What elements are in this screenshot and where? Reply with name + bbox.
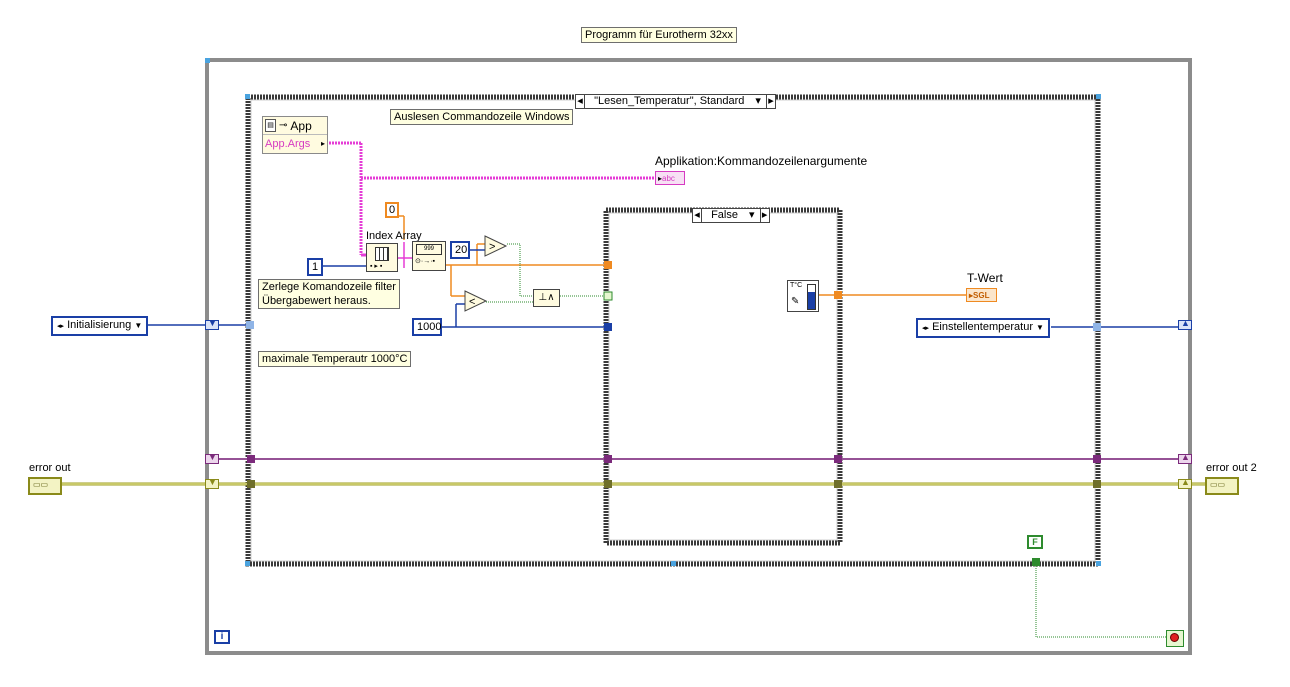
- string-indicator-arrow-icon: ▸: [658, 174, 663, 183]
- error-out-2-label: error out 2: [1206, 462, 1257, 474]
- shift-down-icon: ▼: [208, 477, 217, 487]
- einstellentemperatur-label: Einstellentemperatur: [932, 321, 1033, 333]
- comment-zerlege: Zerlege Komandozeile filter Übergabewert…: [258, 279, 400, 309]
- limit-twenty-constant[interactable]: 20: [450, 241, 470, 259]
- string-indicator-type: abc: [662, 174, 675, 183]
- shift-up-icon: ▲: [1181, 477, 1190, 487]
- property-node-class: App: [290, 118, 312, 133]
- decimal-digits-icon: 999: [416, 244, 442, 255]
- applikation-label: Applikation:Kommandozeilenargumente: [655, 154, 868, 168]
- decimal-arrow-icon: ⊙·→·▪: [415, 258, 436, 265]
- error-out-label: error out: [29, 462, 71, 474]
- initialisierung-enum[interactable]: ◂▸ Initialisierung ▼: [51, 316, 149, 336]
- property-node-property: App.Args: [265, 137, 311, 150]
- loop-stop-terminal[interactable]: [1166, 630, 1184, 647]
- thermometer-unit-icon: T°C: [790, 282, 803, 289]
- case-selector-label: "Lesen_Temperatur", Standard: [594, 95, 745, 107]
- inner-case-dropdown-icon[interactable]: ▾: [749, 209, 755, 221]
- and-function[interactable]: ⊥∧: [533, 289, 560, 307]
- comment-zerlege-line2: Übergabewert heraus.: [262, 295, 371, 307]
- index-array-grid-icon: [375, 247, 389, 261]
- default-zero-constant[interactable]: 0: [385, 202, 399, 218]
- error-cluster-icon: ▭▭: [1210, 480, 1226, 489]
- sgl-indicator-arrow-icon: ▸: [969, 291, 974, 300]
- enum-arrows-icon: ◂▸: [922, 325, 930, 332]
- einstellentemperatur-enum[interactable]: ◂▸ Einstellentemperatur ▼: [916, 318, 1050, 338]
- svg-text:<: <: [469, 296, 475, 308]
- thermometer-subvi[interactable]: T°C ✎: [787, 280, 819, 312]
- decimal-string-to-number-function[interactable]: 999 ⊙·→·▪: [412, 241, 446, 271]
- enum-arrows-icon: ◂▸: [57, 323, 65, 330]
- error-out-terminal[interactable]: ▭▭: [28, 477, 62, 495]
- less-function[interactable]: <: [464, 290, 488, 312]
- shift-register-left-enum[interactable]: ▼: [205, 318, 219, 330]
- index-array-function[interactable]: ▪ ▸ ▪: [366, 243, 398, 272]
- comment-zerlege-line1: Zerlege Komandozeile filter: [262, 281, 396, 293]
- inner-case-frame: [603, 207, 843, 546]
- thermometer-pencil-icon: ✎: [791, 296, 800, 307]
- shift-register-right-error[interactable]: ▲: [1178, 477, 1192, 489]
- inner-case-selector[interactable]: ◂ False ▾ ▸: [692, 208, 770, 223]
- shift-up-icon: ▲: [1181, 318, 1190, 328]
- case-selector[interactable]: ◂ "Lesen_Temperatur", Standard ▾ ▸: [575, 94, 777, 109]
- stop-icon: [1170, 633, 1179, 642]
- app-class-icon: ▤: [265, 119, 276, 132]
- comment-max-temp: maximale Temperautr 1000°C: [258, 351, 412, 367]
- sgl-indicator[interactable]: ▸SGL: [966, 288, 997, 302]
- false-constant[interactable]: F: [1027, 535, 1043, 549]
- t-wert-label: T-Wert: [967, 271, 1003, 285]
- inner-case-next-arrow-icon[interactable]: ▸: [759, 209, 769, 222]
- case-dropdown-icon[interactable]: ▾: [755, 95, 761, 107]
- enum-dropdown-icon: ▼: [1036, 323, 1044, 332]
- index-array-output-icon: ▪ ▸ ▪: [370, 263, 383, 270]
- shift-up-icon: ▲: [1181, 452, 1190, 462]
- comment-auslesen: Auslesen Commandozeile Windows: [390, 109, 574, 125]
- app-link-icon: ⊸: [279, 120, 288, 131]
- shift-register-left-error[interactable]: ▼: [205, 477, 219, 489]
- case-next-arrow-icon[interactable]: ▸: [766, 95, 775, 108]
- property-output-arrow-icon: ▸: [320, 139, 325, 148]
- initialisierung-label: Initialisierung: [67, 319, 132, 331]
- shift-register-right-purple[interactable]: ▲: [1178, 452, 1192, 464]
- sgl-indicator-type: SGL: [973, 291, 990, 300]
- property-node-class-row: ▤ ⊸ App: [263, 117, 327, 135]
- shift-down-icon: ▼: [208, 452, 217, 462]
- svg-text:>: >: [489, 241, 495, 253]
- thermometer-bar-icon: [807, 284, 816, 310]
- enum-dropdown-icon: ▼: [134, 321, 143, 330]
- property-node-property-row: App.Args ▸: [263, 135, 327, 152]
- error-cluster-icon: ▭▭: [33, 480, 49, 489]
- inner-case-selector-label: False: [711, 209, 738, 221]
- inner-case-prev-arrow-icon[interactable]: ◂: [693, 209, 702, 222]
- error-out-2-terminal[interactable]: ▭▭: [1205, 477, 1239, 495]
- loop-iteration-terminal[interactable]: i: [214, 630, 230, 644]
- max-temp-constant[interactable]: 1000: [412, 318, 442, 336]
- greater-function[interactable]: >: [484, 235, 508, 257]
- diagram-title-label: Programm für Eurotherm 32xx: [581, 27, 737, 43]
- shift-register-right-enum[interactable]: ▲: [1178, 318, 1192, 330]
- and-symbol-icon: ⊥∧: [538, 292, 555, 303]
- shift-register-left-purple[interactable]: ▼: [205, 452, 219, 464]
- app-property-node[interactable]: ▤ ⊸ App App.Args ▸: [262, 116, 328, 154]
- case-prev-arrow-icon[interactable]: ◂: [576, 95, 585, 108]
- shift-down-icon: ▼: [208, 318, 217, 328]
- string-indicator[interactable]: ▸abc: [655, 171, 685, 185]
- while-loop-frame: [205, 58, 1192, 655]
- index-constant[interactable]: 1: [307, 258, 323, 276]
- index-array-label: Index Array: [366, 230, 422, 242]
